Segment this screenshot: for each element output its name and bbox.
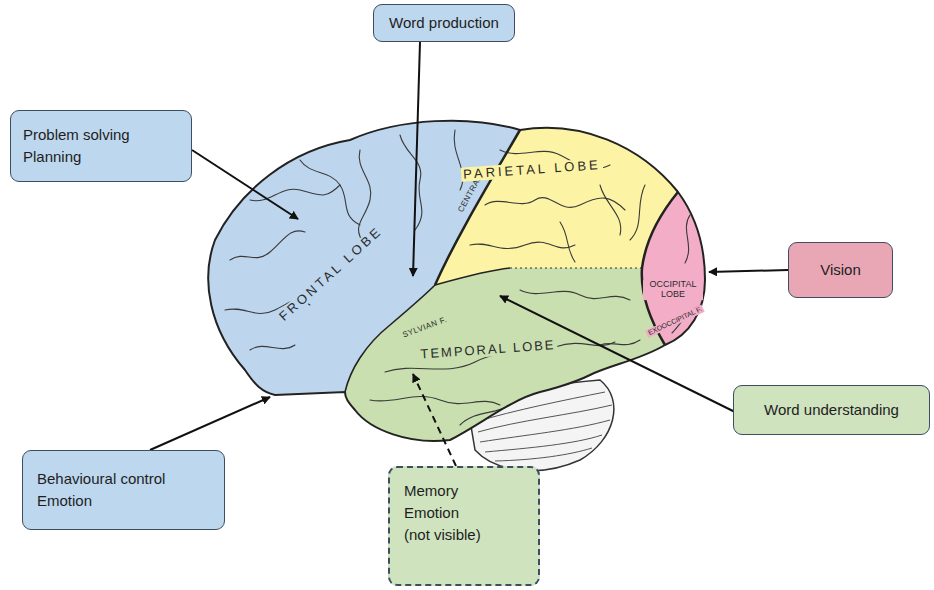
sylvian-fissure bbox=[345, 268, 510, 392]
function-callout: Word understanding bbox=[733, 385, 930, 435]
fold bbox=[485, 435, 602, 452]
gyrus bbox=[400, 135, 422, 230]
brain-outline bbox=[208, 121, 705, 441]
callout-text: (not visible) bbox=[404, 524, 481, 546]
gyrus bbox=[685, 215, 690, 263]
gyrus bbox=[470, 242, 575, 248]
function-callout: Problem solvingPlanning bbox=[10, 110, 192, 182]
parietal-lobe bbox=[435, 128, 678, 285]
gyrus bbox=[250, 345, 295, 350]
central-fissure bbox=[435, 130, 520, 285]
lobe-label: FRONTAL LOBE bbox=[275, 223, 387, 326]
function-callout: Behavioural controlEmotion bbox=[22, 450, 225, 530]
leader-arrow bbox=[500, 296, 735, 412]
lobe-label: PARIETAL LOBE bbox=[461, 158, 603, 182]
callout-text: Emotion bbox=[37, 490, 92, 512]
leader-arrow bbox=[150, 397, 270, 450]
leader-arrow bbox=[192, 150, 298, 219]
fissure-label: EXOOCCIPITAL F. bbox=[645, 304, 705, 337]
gyrus bbox=[520, 290, 630, 300]
callout-text: Planning bbox=[23, 146, 81, 168]
callout-text: Vision bbox=[820, 259, 861, 281]
fold bbox=[495, 448, 592, 461]
lobe-boundary bbox=[510, 267, 642, 268]
function-callout: Word production bbox=[373, 4, 515, 42]
gyrus bbox=[485, 198, 625, 210]
callout-text: Word understanding bbox=[764, 399, 899, 421]
gyrus bbox=[300, 160, 360, 225]
dashed-leader-arrow bbox=[413, 374, 456, 466]
callout-text: Memory bbox=[404, 480, 458, 502]
hidden-function-callout: MemoryEmotion(not visible) bbox=[388, 466, 540, 586]
gyrus bbox=[600, 340, 640, 345]
fissure-label: SYLVIAN F. bbox=[400, 315, 451, 341]
gyrus bbox=[370, 396, 500, 405]
leader-arrow bbox=[709, 270, 788, 272]
callout-text: Problem solving bbox=[23, 124, 130, 146]
lobe-label: OCCIPITAL LOBE bbox=[643, 280, 703, 300]
gyrus bbox=[560, 222, 575, 262]
lobe-label: TEMPORAL LOBE bbox=[418, 338, 558, 362]
callout-text: Word production bbox=[389, 12, 499, 34]
leader-arrow bbox=[413, 42, 420, 276]
callout-text: Emotion bbox=[404, 502, 459, 524]
gyrus bbox=[630, 185, 645, 240]
function-callout: Vision bbox=[788, 242, 893, 298]
gyri bbox=[225, 130, 702, 425]
callout-text: Behavioural control bbox=[37, 468, 165, 490]
gyrus bbox=[600, 185, 621, 235]
gyrus bbox=[230, 231, 305, 260]
gyrus bbox=[250, 185, 340, 201]
